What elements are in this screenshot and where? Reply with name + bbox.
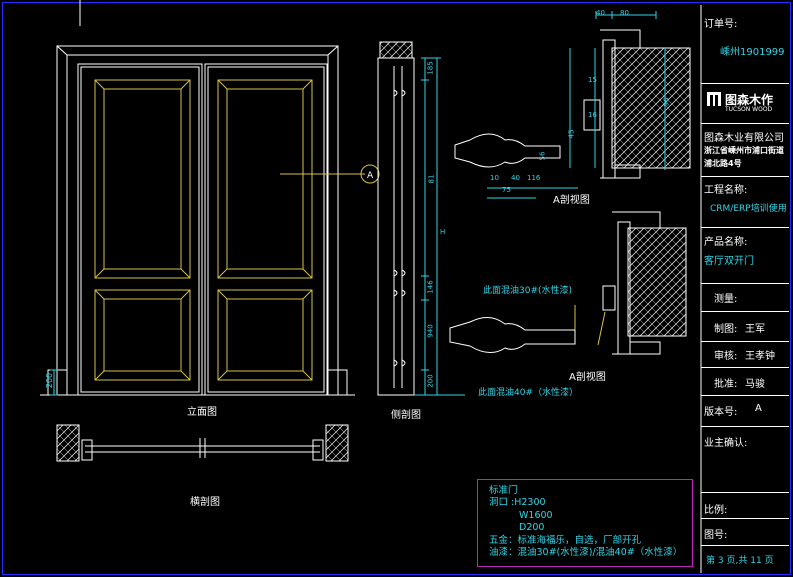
- drafter-value: 王军: [745, 324, 765, 335]
- dim-top-b: 80: [620, 9, 629, 17]
- spec-box: 标准门 洞口 :H2300 W1600 D200 五金：标准海福乐，自选，厂部开…: [477, 479, 693, 567]
- dim-side-total: H: [440, 228, 446, 236]
- cross-section: [56, 424, 349, 462]
- drawing-no-label: 图号:: [704, 530, 728, 541]
- title-block: 订单号: 嵊州1901999 图森木作 TUCSON WOOD 图森木业有限公司…: [701, 5, 789, 573]
- spec-line-2: 洞口 :H2300: [489, 497, 546, 509]
- finish-note-1: 此面混油30#(水性漆): [483, 286, 573, 296]
- product-value: 客厅双开门: [704, 256, 754, 267]
- review-label: 审核:: [714, 351, 738, 362]
- dim-side-3: 146: [426, 280, 435, 294]
- side-section: [377, 41, 415, 396]
- dim-top-a: 40: [596, 9, 605, 17]
- dim-detail-6: 40: [511, 174, 520, 182]
- order-label: 订单号:: [704, 19, 738, 30]
- dim-side-2: 81: [427, 174, 436, 184]
- door-elevation: [40, 45, 355, 396]
- finish-note-2: 此面混油40#（水性漆）: [478, 388, 578, 398]
- dim-detail-7: 10: [490, 174, 499, 182]
- dim-detail-1: 15: [588, 76, 597, 84]
- dim-detail-3: 96: [662, 97, 671, 107]
- side-dimensions: [414, 57, 465, 396]
- section-a-top: [454, 29, 691, 179]
- logo-mark: [707, 92, 721, 106]
- spec-line-3: W1600: [519, 509, 553, 521]
- page-mid: 页,共: [726, 556, 748, 566]
- page-total: 11: [750, 556, 762, 566]
- logo-text: 图森木作: [725, 93, 774, 107]
- door-panels: [94, 79, 313, 381]
- approve-value: 马骏: [745, 379, 765, 390]
- dim-detail-9: 45: [567, 129, 576, 139]
- dim-side-5: 200: [426, 374, 435, 388]
- spec-line-5: 五金：标准海福乐，自选，厂部开孔: [489, 534, 642, 546]
- dim-detail-2: 16: [588, 111, 597, 119]
- order-value: 嵊州1901999: [720, 47, 785, 58]
- spec-line-4: D200: [519, 522, 545, 534]
- project-label: 工程名称:: [704, 185, 748, 196]
- page-current: 3: [717, 556, 724, 566]
- company-name: 图森木业有限公司: [704, 133, 784, 144]
- approve-label: 批准:: [714, 379, 738, 390]
- svg-text:A: A: [367, 171, 374, 181]
- version-label: 版本号:: [704, 407, 738, 418]
- dim-detail-8: 56: [538, 151, 547, 161]
- dim-side-4: 940: [426, 324, 435, 338]
- product-label: 产品名称:: [704, 237, 748, 248]
- dim-elevation-base: 200: [45, 372, 55, 389]
- section-a-top-label: A剖视图: [553, 195, 590, 206]
- dim-detail-5: 75: [502, 186, 511, 194]
- measure-label: 测量:: [714, 294, 738, 305]
- page-indicator: 第 3 页,共 11 页: [706, 553, 774, 566]
- logo-subtext: TUCSON WOOD: [725, 106, 773, 113]
- section-a-top-dims: [487, 11, 666, 199]
- elevation-label: 立面图: [187, 407, 217, 418]
- cross-section-label: 横剖图: [190, 497, 220, 508]
- scale-label: 比例:: [704, 505, 728, 516]
- page-suffix: 页: [764, 556, 774, 566]
- section-a-bottom-label: A剖视图: [569, 372, 606, 383]
- spec-line-6: 油漆：混油30#(水性漆)/混油40#（水性漆）: [489, 547, 683, 559]
- drafter-label: 制图:: [714, 324, 738, 335]
- project-value: CRM/ERP培训使用: [710, 204, 787, 214]
- company-address-2: 浦北路4号: [704, 159, 742, 168]
- dim-side-1: 185: [426, 61, 435, 75]
- dim-detail-4: 116: [527, 174, 541, 182]
- section-a-bottom: [449, 211, 687, 355]
- page-prefix: 第: [706, 556, 716, 566]
- review-value: 王孝钟: [745, 351, 775, 362]
- spec-line-1: 标准门: [489, 485, 518, 496]
- version-value: A: [755, 403, 762, 414]
- owner-confirm-label: 业主确认:: [704, 438, 748, 449]
- company-address-1: 浙江省嵊州市浦口街道: [704, 146, 784, 155]
- side-section-label: 侧剖图: [391, 410, 421, 421]
